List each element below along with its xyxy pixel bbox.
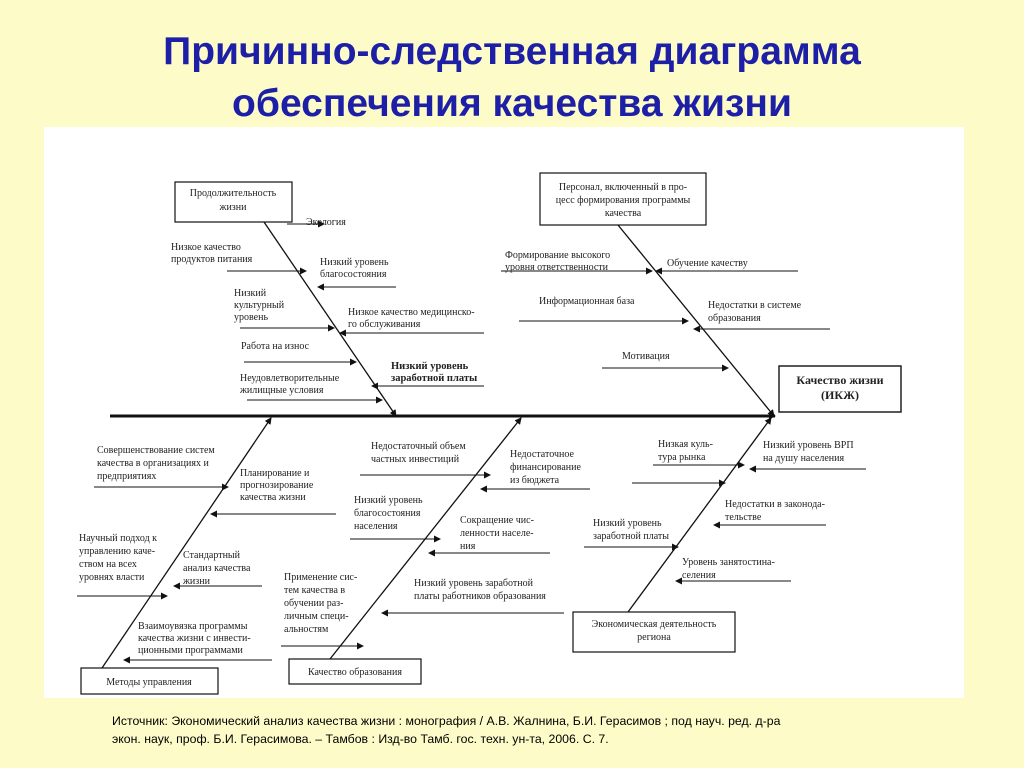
cause-low-welfare-2: благосостояния (320, 269, 387, 280)
cause-low-culture-3: уровень (234, 312, 268, 323)
cause-pop-welfare-1: Низкий уровень (354, 495, 423, 506)
source-citation: Источник: Экономический анализ качества … (112, 712, 932, 748)
branch-management: Методы управления Совершенствование сист… (77, 417, 336, 695)
cause-low-culture-1: Низкий (234, 288, 267, 299)
cause-qms-1: Совершенствование систем (97, 445, 215, 456)
cause-staff-cut-1: Сокращение чис- (460, 515, 534, 526)
cause-low-medical-1: Низкое качество медицинско- (348, 307, 475, 318)
cause-econ-salary-1: Низкий уровень (593, 518, 662, 529)
cause-motivation: Мотивация (622, 351, 670, 362)
cause-responsibility-1: Формирование высокого (505, 250, 610, 261)
cause-low-salary-2: заработной платы (391, 373, 477, 384)
cause-scientific-4: уровнях власти (79, 572, 145, 583)
effect-label-2: (ИКЖ) (821, 388, 859, 402)
cause-market-culture-2: тура рынка (658, 452, 706, 463)
cause-low-food-2: продуктов питания (171, 254, 253, 265)
cause-planning-1: Планирование и (240, 468, 310, 479)
cause-edu-system-1: Недостатки в системе (708, 300, 802, 311)
category-management: Методы управления (106, 677, 192, 688)
cause-quality-training-5: альностям (284, 624, 329, 635)
cause-housing-2: жилищные условия (239, 385, 324, 396)
cause-qms-2: качества в организациях и (97, 458, 209, 469)
cause-econ-salary-2: заработной платы (593, 531, 669, 542)
cause-budget-2: финансирование (510, 462, 581, 473)
cause-standard-2: анализ качества (183, 563, 251, 574)
cause-ecology: Экология (306, 217, 346, 228)
cause-scientific-3: ством на всех (79, 559, 137, 570)
source-line-1: Источник: Экономический анализ качества … (112, 714, 781, 728)
cause-scientific-1: Научный подход к (79, 533, 157, 544)
cause-grp-2: на душу населения (763, 453, 844, 464)
cause-private-inv-1: Недостаточный объем (371, 441, 466, 452)
cause-staff-cut-3: ния (460, 541, 476, 552)
branch-longevity: Продолжительность жизни Экология Низкое … (171, 181, 484, 417)
cause-quality-training-3: обучении раз- (284, 598, 343, 609)
cause-scientific-2: управлению каче- (79, 546, 155, 557)
cause-low-food-1: Низкое качество (171, 242, 241, 253)
branch-education: Качество образования Недостаточный объем… (281, 417, 590, 685)
cause-responsibility-2: уровня ответственности (505, 262, 609, 273)
cause-interrelation-1: Взаимоувязка программы (138, 621, 248, 632)
cause-standard-1: Стандартный (183, 550, 241, 561)
category-economy-2: региона (637, 632, 671, 643)
cause-pop-welfare-3: населения (354, 521, 398, 532)
title-line-1: Причинно-следственная диаграмма (163, 30, 861, 73)
cause-private-inv-2: частных инвестиций (371, 454, 460, 465)
cause-wear: Работа на износ (241, 341, 310, 352)
category-education: Качество образования (308, 667, 402, 678)
cause-low-medical-2: го обслуживания (348, 319, 421, 330)
cause-interrelation-2: качества жизни с инвести- (138, 633, 251, 644)
cause-standard-3: жизни (182, 576, 211, 587)
cause-quality-training-4: личным специ- (284, 611, 349, 622)
cause-budget-1: Недостаточное (510, 449, 574, 460)
cause-edu-salary-2: платы работников образования (414, 591, 546, 602)
category-longevity-1: Продолжительность (190, 188, 277, 199)
cause-low-culture-2: культурный (234, 300, 285, 311)
cause-qms-3: предприятиях (97, 471, 156, 482)
category-personnel-2: цесс формирования программы (556, 195, 691, 206)
cause-planning-3: качества жизни (240, 492, 306, 503)
diagram-panel: Качество жизни (ИКЖ) Продолжительность ж… (44, 127, 964, 698)
cause-pop-welfare-2: благосостояния (354, 508, 421, 519)
cause-quality-training-2: тем качества в (284, 585, 345, 596)
title-line-2: обеспечения качества жизни (232, 82, 792, 125)
cause-interrelation-3: ционными программами (138, 645, 244, 656)
effect-label-1: Качество жизни (796, 373, 883, 387)
branch-personnel: Персонал, включенный в про- цесс формиро… (501, 172, 830, 417)
cause-low-salary-1: Низкий уровень (391, 361, 469, 372)
page-title: Причинно-следственная диаграмма обеспече… (0, 26, 1024, 130)
cause-market-culture-1: Низкая куль- (658, 439, 713, 450)
cause-housing-1: Неудовлетворительные (240, 373, 340, 384)
cause-employment-1: Уровень занятостина- (682, 557, 775, 568)
cause-edu-salary-1: Низкий уровень заработной (414, 578, 534, 589)
cause-employment-2: селения (682, 570, 716, 581)
fishbone-diagram: Качество жизни (ИКЖ) Продолжительность ж… (77, 172, 902, 695)
cause-low-welfare-1: Низкий уровень (320, 257, 389, 268)
cause-legislation-2: тельстве (725, 512, 762, 523)
category-longevity-2: жизни (219, 202, 248, 213)
cause-infobase: Информационная база (539, 296, 635, 307)
cause-training: Обучение качеству (667, 258, 748, 269)
cause-legislation-1: Недостатки в законода- (725, 499, 825, 510)
cause-budget-3: из бюджета (510, 475, 560, 486)
cause-edu-system-2: образования (708, 313, 761, 324)
effect-box: Качество жизни (ИКЖ) (778, 365, 902, 413)
category-personnel-3: качества (605, 208, 642, 219)
cause-planning-2: прогнозирование (240, 480, 314, 491)
source-line-2: экон. наук, проф. Б.И. Герасимова. – Там… (112, 732, 609, 746)
cause-quality-training-1: Применение сис- (284, 572, 357, 583)
cause-staff-cut-2: ленности населе- (460, 528, 534, 539)
category-personnel-1: Персонал, включенный в про- (559, 182, 687, 193)
cause-grp-1: Низкий уровень ВРП (763, 440, 854, 451)
category-economy-1: Экономическая деятельность (592, 619, 717, 630)
branch-economy: Экономическая деятельность региона Низка… (572, 417, 866, 653)
